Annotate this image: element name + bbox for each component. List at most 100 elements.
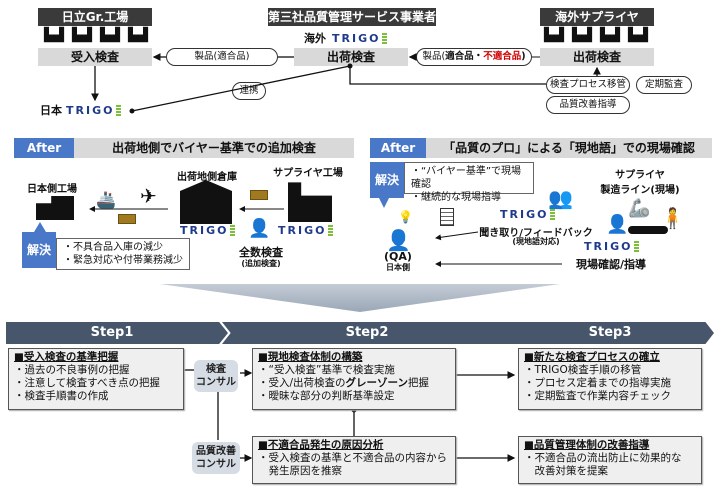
qa-label: (QA) xyxy=(384,250,412,263)
after-left-title: 出荷地側でバイヤー基準での追加検査 xyxy=(74,138,354,158)
japan-label: 日本 xyxy=(40,104,62,117)
step2a-box: ■現地検査体制の構築 ・“受入検査”基準で検査実施 ・受入/出荷検査のグレーゾー… xyxy=(252,348,456,410)
trigo-logo: TRIGO xyxy=(66,104,122,117)
step-item: 改善対策を提案 xyxy=(524,465,608,477)
step-item: ・定期監査で作業内容チェック xyxy=(524,390,671,402)
qa-person-icon: 👤 xyxy=(386,228,411,252)
consult-line: コンサル xyxy=(196,459,236,470)
factory-icon: ▙▟ xyxy=(72,28,92,43)
step-item: ・“受入検査”基準で検査実施 xyxy=(258,364,395,376)
step-item: ・プロセス定着までの指導実施 xyxy=(524,377,671,389)
robot-arm-icon: 🦾 xyxy=(628,198,651,219)
step-item: ・曖昧な部分の判断基準設定 xyxy=(258,390,395,402)
label-ok: 適合品 xyxy=(445,51,474,62)
full-inspection-label: 全数検査 xyxy=(239,246,283,259)
solution-item: ・不具合品入庫の減少 xyxy=(63,242,163,253)
step-item: ・検査手順書の作成 xyxy=(14,390,109,402)
supplier-action-transfer: 検査プロセス移管 xyxy=(546,76,630,94)
supplier-action-guidance: 品質改善指導 xyxy=(546,96,630,114)
factory-icons-supplier: ▙▟ ▙▟ ▙▟ ▙▟ xyxy=(544,28,648,43)
quality-consult-badge: 品質改善 コンサル xyxy=(192,442,240,474)
label-ng: 不適合品 xyxy=(483,51,522,62)
feedback-label: 聞き取り/フィードバック xyxy=(479,228,593,239)
step-item: ・注意して検査すべき点の把握 xyxy=(14,377,160,389)
step3b-box: ■品質管理体制の改善指導 ・不適合品の流出防止に効果的な 改善対策を提案 xyxy=(518,436,702,484)
document-icon xyxy=(440,208,454,226)
third-party-process: 出荷検査 xyxy=(294,48,408,66)
step3b-title: ■品質管理体制の改善指導 xyxy=(524,439,650,451)
inspector-icon: 👤 xyxy=(248,218,271,239)
qa-sub-label: 日本側 xyxy=(386,263,410,272)
region-label: 海外 xyxy=(304,32,326,45)
factory-icon: ▙▟ xyxy=(44,28,64,43)
flow-label-to-hitachi: 製品(適合品) xyxy=(166,48,278,66)
supplier-line-label: サプライヤ 製造ライン(現場) xyxy=(590,166,690,196)
step1-label: Step1 xyxy=(90,325,134,340)
factory-icon: ▙▟ xyxy=(600,28,620,43)
idea-bubble-icon: 💡 xyxy=(398,210,413,224)
hitachi-process: 受入検査 xyxy=(38,48,152,66)
step-item: ・受入/出荷検査のグレーゾーン把握 xyxy=(258,377,430,389)
step2-band xyxy=(222,322,512,344)
after-right-title: 「品質のプロ」による「現地語」での現場確認 xyxy=(426,138,712,158)
solution-item: ・継続的な現場指導 xyxy=(411,192,501,203)
grayzone-bold: グレーゾーン xyxy=(345,377,409,389)
step3a-title: ■新たな検査プロセスの確立 xyxy=(524,351,660,363)
after-right-tag: After xyxy=(370,138,426,158)
supplier-header: 海外サプライヤ xyxy=(540,8,654,26)
factory-icon: ▙▟ xyxy=(628,28,648,43)
after-left-tag: After xyxy=(14,138,74,158)
solution-item: ・緊急対応や付帯業務減少 xyxy=(63,255,183,266)
supplier-process: 出荷検査 xyxy=(540,48,654,66)
meeting-icon: 👥 xyxy=(548,186,573,210)
third-party-region: 海外 TRIGO xyxy=(304,30,388,46)
feedback-sub-label: (現地語対応) xyxy=(512,237,560,246)
japan-trigo: 日本 TRIGO xyxy=(40,102,122,118)
trigo-bars-icon xyxy=(328,225,334,237)
step1-band xyxy=(6,322,228,344)
solution-box-left: ・不具合品入庫の減少 ・緊急対応や付帯業務減少 xyxy=(56,238,190,270)
pallet-icon xyxy=(118,214,136,224)
ship-icon: 🚢 xyxy=(96,190,116,209)
trigo-bars-icon xyxy=(230,225,236,237)
pallet-icon xyxy=(250,190,268,200)
factory-icon: ▙▟ xyxy=(100,28,120,43)
link-label: 連携 xyxy=(232,82,266,100)
trigo-bars-icon xyxy=(550,209,556,221)
inspection-consult-badge: 検査 コンサル xyxy=(194,360,238,392)
consult-line: 検査 xyxy=(206,364,226,375)
factory-icon: ▙▟ xyxy=(572,28,592,43)
supplier-factory-label: サプライヤ工場 xyxy=(273,168,343,179)
conveyor-icon xyxy=(628,226,668,234)
supplier-action-audit: 定期監査 xyxy=(636,76,692,94)
trigo-bars-icon xyxy=(382,32,388,45)
japan-factory-label: 日本側工場 xyxy=(27,184,77,195)
factory-icon: ▙▟ xyxy=(544,28,564,43)
warehouse-label: 出荷地側倉庫 xyxy=(177,172,237,183)
solution-tag-left: 解決 xyxy=(22,232,56,268)
trigo-bars-icon xyxy=(116,104,122,117)
flow-label-to-third-party: 製品(適合品・不適合品) xyxy=(416,48,532,66)
label-suffix: ) xyxy=(521,51,526,62)
step3-label: Step3 xyxy=(588,325,632,340)
step2-label: Step2 xyxy=(345,325,389,340)
trigo-logo-warehouse: TRIGO xyxy=(180,224,236,237)
step2a-title: ■現地検査体制の構築 xyxy=(258,351,363,363)
third-party-header: 第三社品質管理サービス事業者 xyxy=(268,8,437,26)
trigo-logo-supplier: TRIGO xyxy=(278,224,334,237)
consultant-icon: 👤 xyxy=(606,214,629,235)
step3-band xyxy=(500,322,714,344)
supplier-line-2: 製造ライン(現場) xyxy=(600,185,680,196)
consult-line: 品質改善 xyxy=(196,446,236,457)
trigo-bars-icon xyxy=(634,241,640,253)
solution-tag-right: 解決 xyxy=(370,162,404,198)
step2b-title: ■不適合品発生の原因分析 xyxy=(258,439,384,451)
step2b-box: ■不適合品発生の原因分析 ・受入検査の基準と不適合品の内容から 発生原因を推察 xyxy=(252,436,456,484)
solution-box-right: ・“バイヤー基準”で現場確認 ・継続的な現場指導 xyxy=(404,162,534,203)
step-item: ・TRIGO検査手順の移管 xyxy=(524,364,642,376)
step1-title: ■受入検査の基準把握 xyxy=(14,351,119,363)
full-inspection-sub: (追加検査) xyxy=(241,259,281,268)
